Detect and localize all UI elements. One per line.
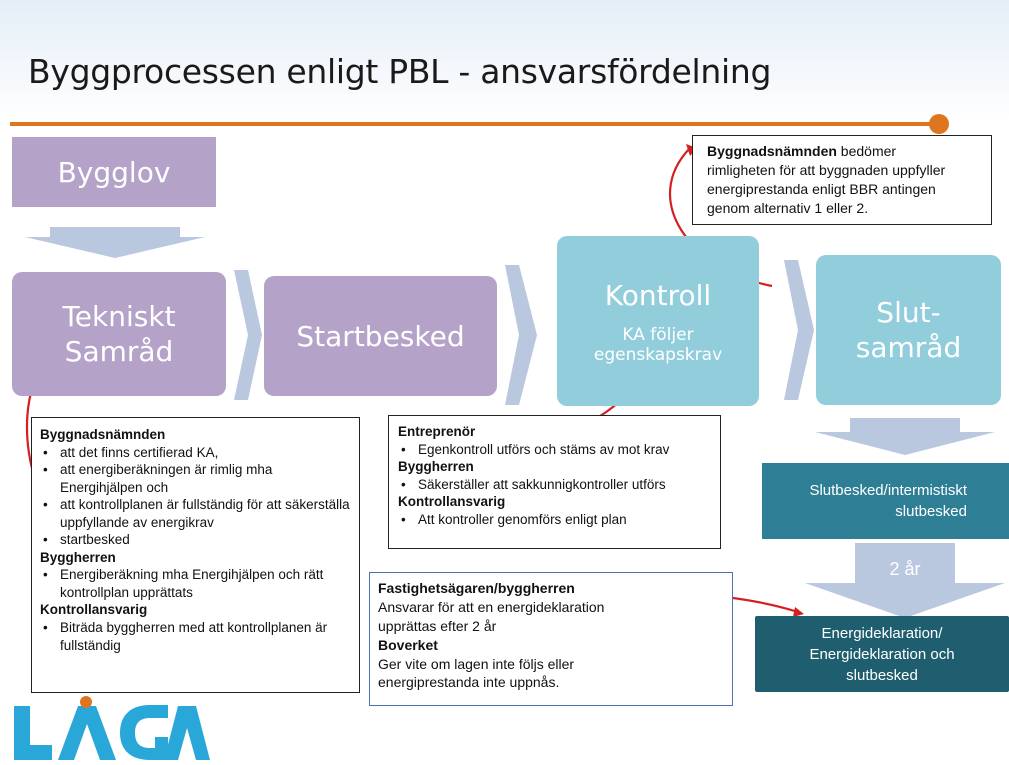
bygglov-box: Bygglov	[12, 137, 216, 207]
callout-bold: Byggnadsnämnden	[707, 143, 837, 159]
list-item: att det finns certifierad KA,	[40, 444, 351, 462]
arrow-down-bygglov	[25, 227, 205, 258]
arrow-down-2ar	[805, 543, 1005, 618]
energi-line2: Energideklaration och	[809, 645, 955, 663]
callout-line3: energiprestanda enligt BBR antingen	[707, 180, 936, 197]
left-heading-3: Kontrollansvarig	[40, 602, 148, 618]
list-item: Egenkontroll utförs och stäms av mot kra…	[398, 441, 711, 459]
slutsamrad-box: Slut- samråd	[816, 255, 1001, 405]
tekniskt-label-line1: Tekniskt	[62, 300, 176, 333]
mid-heading-1: Entreprenör	[398, 424, 476, 439]
energi-line1: Energideklaration/	[821, 624, 943, 642]
bygglov-label: Bygglov	[57, 155, 171, 189]
list-item: Säkerställer att sakkunnigkontroller utf…	[398, 476, 711, 494]
callout-line2: rimligheten för att byggnaden uppfyller	[707, 161, 946, 178]
two-years-label: 2 år	[889, 559, 921, 579]
slutbesked-box: Slutbesked/intermistiskt slutbesked	[762, 463, 1009, 539]
list-item: Energiberäkning mha Energihjälpen och rä…	[40, 566, 351, 601]
callout-byggnadsnamnden: Byggnadsnämnden bedömer rimligheten för …	[692, 135, 992, 225]
list-item: att kontrollplanen är fullständig för at…	[40, 496, 351, 531]
startbesked-box: Startbesked	[264, 276, 497, 396]
kontroll-sub-line1: KA följer	[622, 324, 694, 345]
list-item: Att kontroller genomförs enligt plan	[398, 511, 711, 529]
red-arrowhead-4	[793, 607, 804, 617]
arrow-right-2	[505, 265, 537, 405]
left-heading-2: Byggherren	[40, 549, 116, 565]
kontroll-sub-line2: egenskapskrav	[593, 344, 723, 365]
left-list-2: Energiberäkning mha Energihjälpen och rä…	[40, 566, 351, 601]
slutbesked-line1: Slutbesked/intermistiskt	[809, 482, 967, 499]
mid-list-2: Säkerställer att sakkunnigkontroller utf…	[398, 476, 711, 494]
tekniskt-samrad-box: Tekniskt Samråd	[12, 272, 226, 396]
slutbesked-line2: slutbesked	[895, 503, 967, 520]
left-heading-1: Byggnadsnämnden	[40, 427, 166, 442]
energi-line3: slutbesked	[846, 666, 918, 684]
callout-rest1: bedömer	[836, 143, 897, 159]
arrow-right-3	[784, 260, 814, 400]
owner-text-2b: energiprestanda inte uppnås.	[378, 674, 560, 691]
left-list-3: Biträda byggherren med att kontrollplane…	[40, 619, 351, 654]
slutsamrad-line1: Slut-	[876, 296, 941, 329]
mid-heading-2: Byggherren	[398, 459, 474, 475]
mid-list-1: Egenkontroll utförs och stäms av mot kra…	[398, 441, 711, 459]
responsibility-box-owner: Fastighetsägaren/byggherren Ansvarar för…	[369, 572, 733, 706]
owner-text-2a: Ger vite om lagen inte följs eller	[378, 655, 575, 672]
responsibility-box-kontroll: Entreprenör Egenkontroll utförs och stäm…	[388, 415, 721, 549]
mid-heading-3: Kontrollansvarig	[398, 494, 506, 510]
callout-line4: genom alternativ 1 eller 2.	[707, 199, 869, 216]
kontroll-box: Kontroll KA följer egenskapskrav	[557, 236, 759, 406]
list-item: startbesked	[40, 531, 351, 549]
title-rule-dot	[929, 114, 949, 134]
list-item: Biträda byggherren med att kontrollplane…	[40, 619, 351, 654]
energideklaration-box: Energideklaration/ Energideklaration och…	[755, 616, 1009, 692]
list-item: att energiberäkningen är rimlig mha Ener…	[40, 461, 351, 496]
owner-text-1b: upprättas efter 2 år	[378, 617, 497, 634]
responsibility-box-tekniskt: Byggnadsnämnden att det finns certifiera…	[31, 417, 360, 693]
tekniskt-label-line2: Samråd	[64, 335, 174, 368]
arrow-down-slut	[815, 418, 995, 455]
owner-text-1a: Ansvarar för att en energideklaration	[378, 598, 605, 615]
arrow-right-1	[234, 270, 262, 400]
left-list-1: att det finns certifierad KA, att energi…	[40, 444, 351, 549]
slide-title: Byggprocessen enligt PBL - ansvarsfördel…	[28, 52, 772, 91]
startbesked-label: Startbesked	[296, 319, 465, 353]
kontroll-label: Kontroll	[604, 278, 712, 312]
slutsamrad-line2: samråd	[855, 331, 962, 364]
owner-heading-1: Fastighetsägaren/byggherren	[378, 580, 575, 596]
title-rule	[10, 122, 940, 126]
mid-list-3: Att kontroller genomförs enligt plan	[398, 511, 711, 529]
owner-heading-2: Boverket	[378, 636, 438, 653]
